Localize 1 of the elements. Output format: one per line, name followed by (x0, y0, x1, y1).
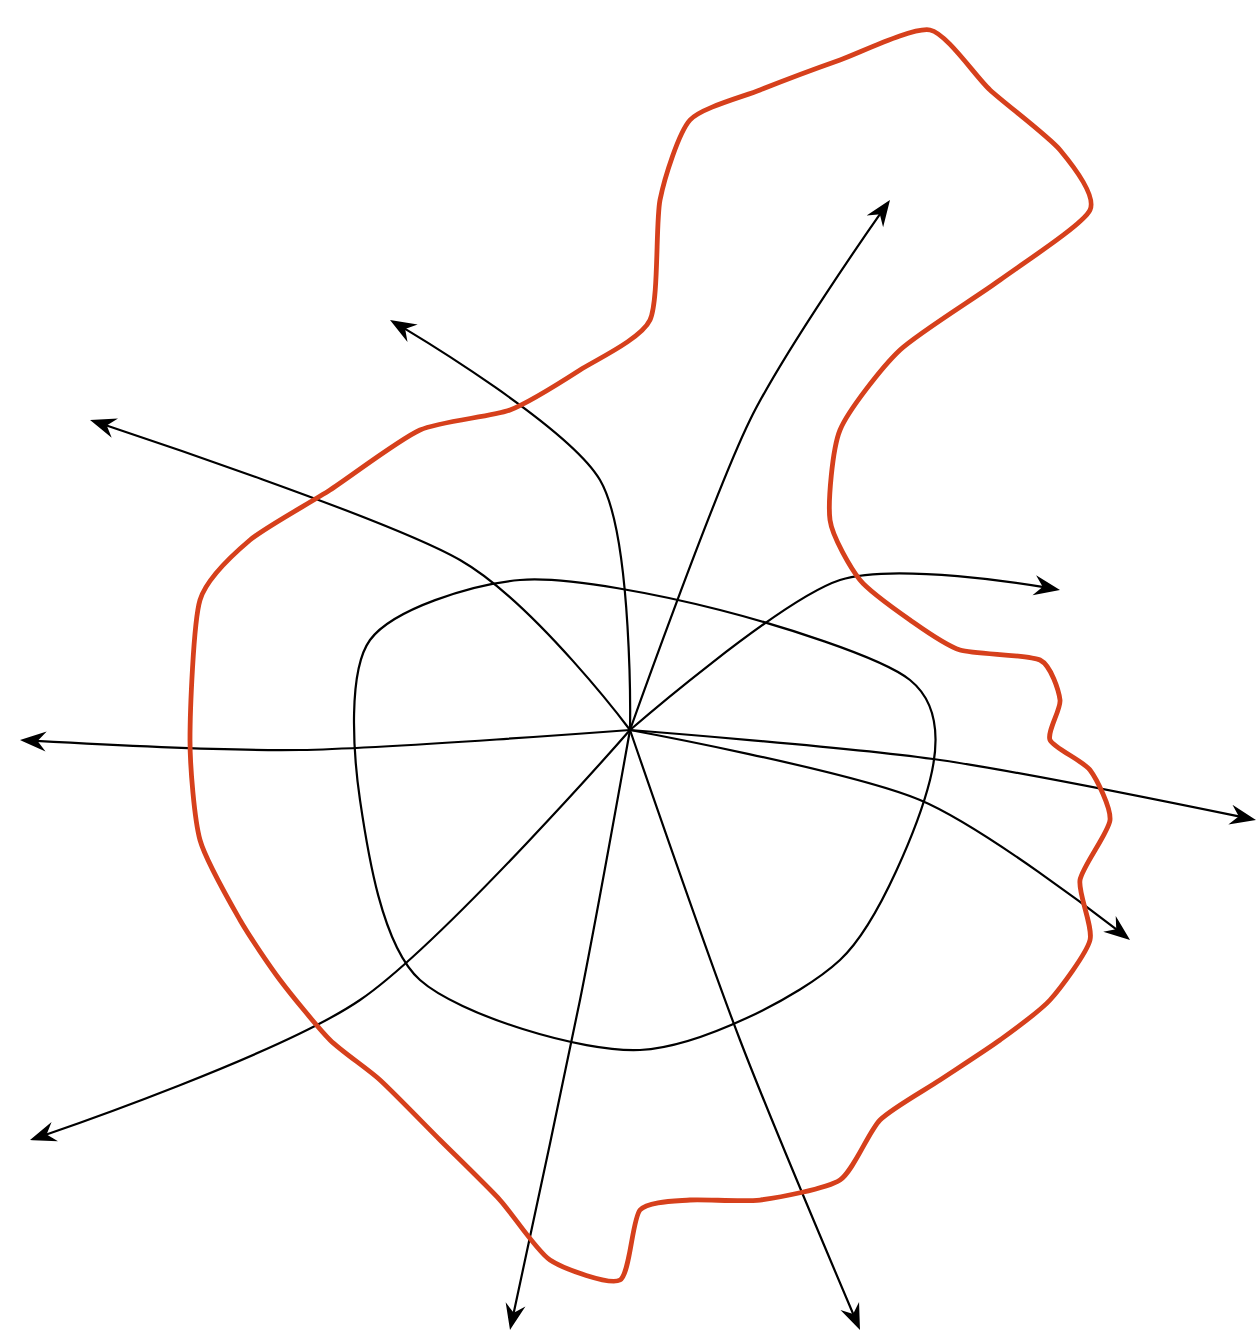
outline-drawing (187, 27, 1113, 1284)
